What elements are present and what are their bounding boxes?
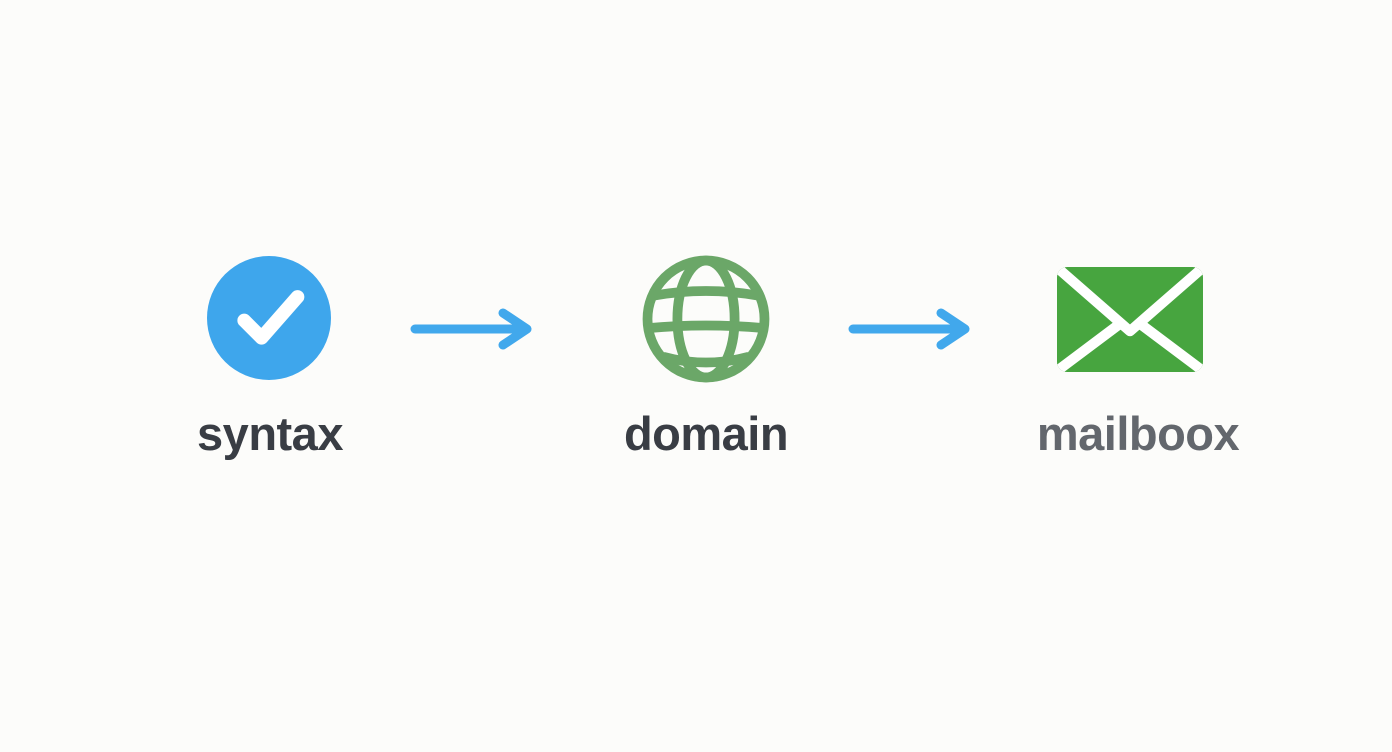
arrow-right-icon (408, 301, 540, 357)
step-label-syntax: syntax (197, 407, 343, 460)
check-circle-icon (207, 256, 331, 380)
step-label-mailbox: mailboox (1036, 407, 1240, 460)
envelope-icon (1057, 266, 1203, 373)
step-label-domain: domain (623, 407, 789, 460)
globe-icon (641, 254, 771, 384)
arrow-right-icon (846, 301, 978, 357)
